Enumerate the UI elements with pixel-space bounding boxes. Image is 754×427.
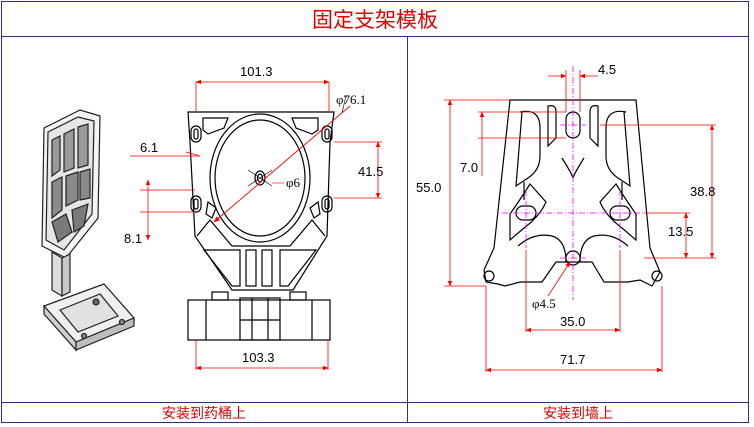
dim-top-width: 101.3 [240, 64, 273, 79]
dim-slot-width: 4.5 [598, 62, 616, 77]
dim-slot-offset: 7.0 [460, 160, 478, 175]
dim-lower-height: 13.5 [668, 224, 693, 239]
panel-divider [407, 37, 408, 423]
dim-bottom-width: 103.3 [242, 350, 275, 365]
bracket-3d-sketch [41, 109, 136, 352]
left-dimension-lines [130, 79, 382, 371]
caption-left: 安装到药桶上 [162, 406, 246, 422]
dim-total-height: 55.0 [416, 180, 441, 195]
dim-total-width: 71.7 [560, 352, 585, 367]
drawing-title: 固定支架模板 [312, 8, 438, 32]
dim-center-hole: φ6 [286, 175, 301, 190]
wall-centerlines [502, 66, 644, 300]
dim-hole-spacing: 41.5 [358, 164, 383, 179]
right-dimension-lines [444, 70, 716, 373]
dim-hole-diameter: φ4.5 [532, 296, 556, 311]
caption-right: 安装到墙上 [543, 406, 613, 422]
title-bar: 固定支架模板 [2, 2, 748, 37]
dim-bottom-offset: 8.1 [124, 231, 142, 246]
center-cross [247, 169, 284, 187]
dim-right-height: 38.8 [690, 184, 715, 199]
dim-left-offset: 6.1 [140, 140, 158, 155]
circle-diameter-leader [213, 95, 351, 223]
dim-circle-diameter: φ76.1 [336, 92, 366, 107]
dim-hole-spacing-right: 35.0 [560, 314, 585, 329]
caption-bar: 安装到药桶上 安装到墙上 [2, 402, 748, 423]
bracket-front-view [187, 111, 335, 341]
